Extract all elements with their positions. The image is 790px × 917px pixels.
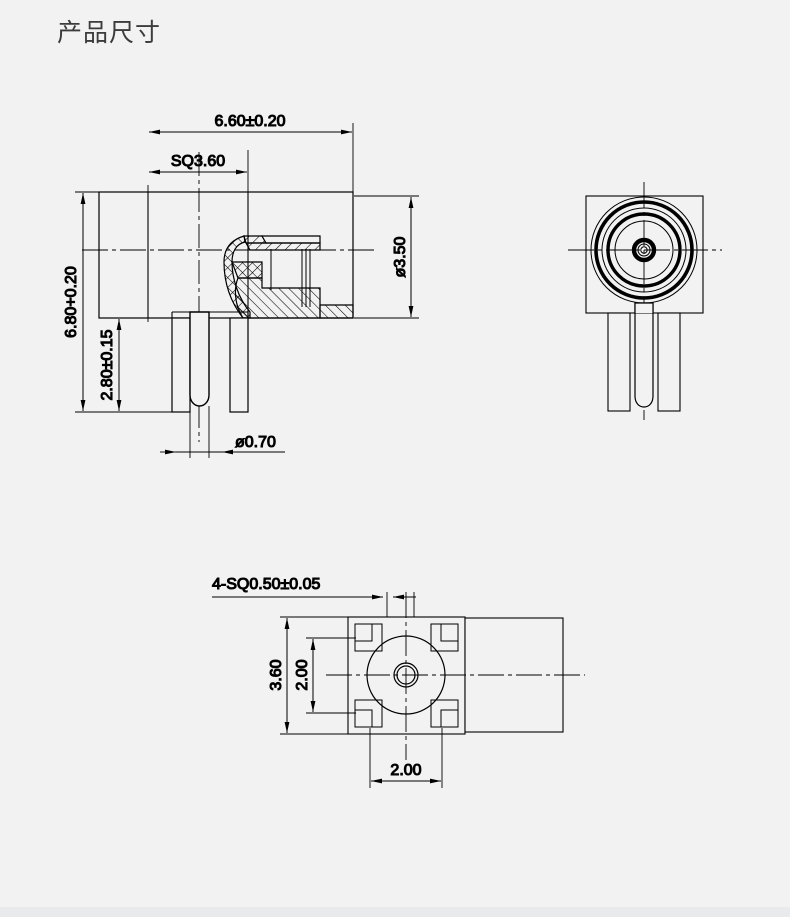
bottom-centerlines (326, 592, 585, 760)
footer-strip (0, 907, 790, 917)
dim-overall-height (75, 191, 180, 413)
dim-bottom-body (280, 616, 348, 735)
side-section-view: 6.60±0.20 SQ3.60 (62, 112, 419, 458)
corner-pin-bl (354, 699, 383, 728)
dim-pin-length (112, 317, 172, 411)
corner-pin-tl (354, 623, 383, 652)
bottom-corner-pins (354, 623, 459, 728)
dim-pitch-horizontal (369, 728, 443, 788)
dim-interface-diameter-label: ø3.50 (392, 236, 409, 277)
front-pin-right (657, 312, 681, 412)
dim-interface-diameter (354, 195, 419, 319)
front-view (568, 182, 722, 420)
front-pins (607, 302, 681, 412)
bottom-view: 4-SQ0.50±0.05 (211, 575, 585, 788)
dim-pin-diameter-label: ø0.70 (235, 434, 276, 451)
side-section-detail (223, 235, 354, 319)
corner-pin-tr (430, 623, 459, 652)
page-title: 产品尺寸 (57, 18, 162, 47)
dim-corner-pins-label: 4-SQ0.50±0.05 (212, 576, 321, 593)
dim-pitch-horizontal-label: 2.00 (390, 762, 421, 779)
dim-bottom-body-label: 3.60 (268, 659, 285, 690)
dim-body-width-label: SQ3.60 (171, 153, 225, 170)
dim-pitch-vertical (306, 637, 356, 714)
dim-overall-height-label: 6.80+0.20 (63, 266, 80, 338)
dim-pin-diameter (160, 406, 285, 458)
dim-pitch-vertical-label: 2.00 (294, 659, 311, 690)
side-pin-right (229, 317, 249, 413)
side-pin-left (171, 317, 191, 413)
dim-pin-length-label: 2.80±0.15 (99, 329, 116, 400)
corner-pin-br (430, 699, 459, 728)
front-pin-left (607, 312, 631, 412)
front-center-pin (634, 302, 654, 408)
side-center-pin (189, 311, 210, 407)
side-pins (171, 311, 249, 413)
dim-overall-length-label: 6.60±0.20 (214, 113, 285, 130)
